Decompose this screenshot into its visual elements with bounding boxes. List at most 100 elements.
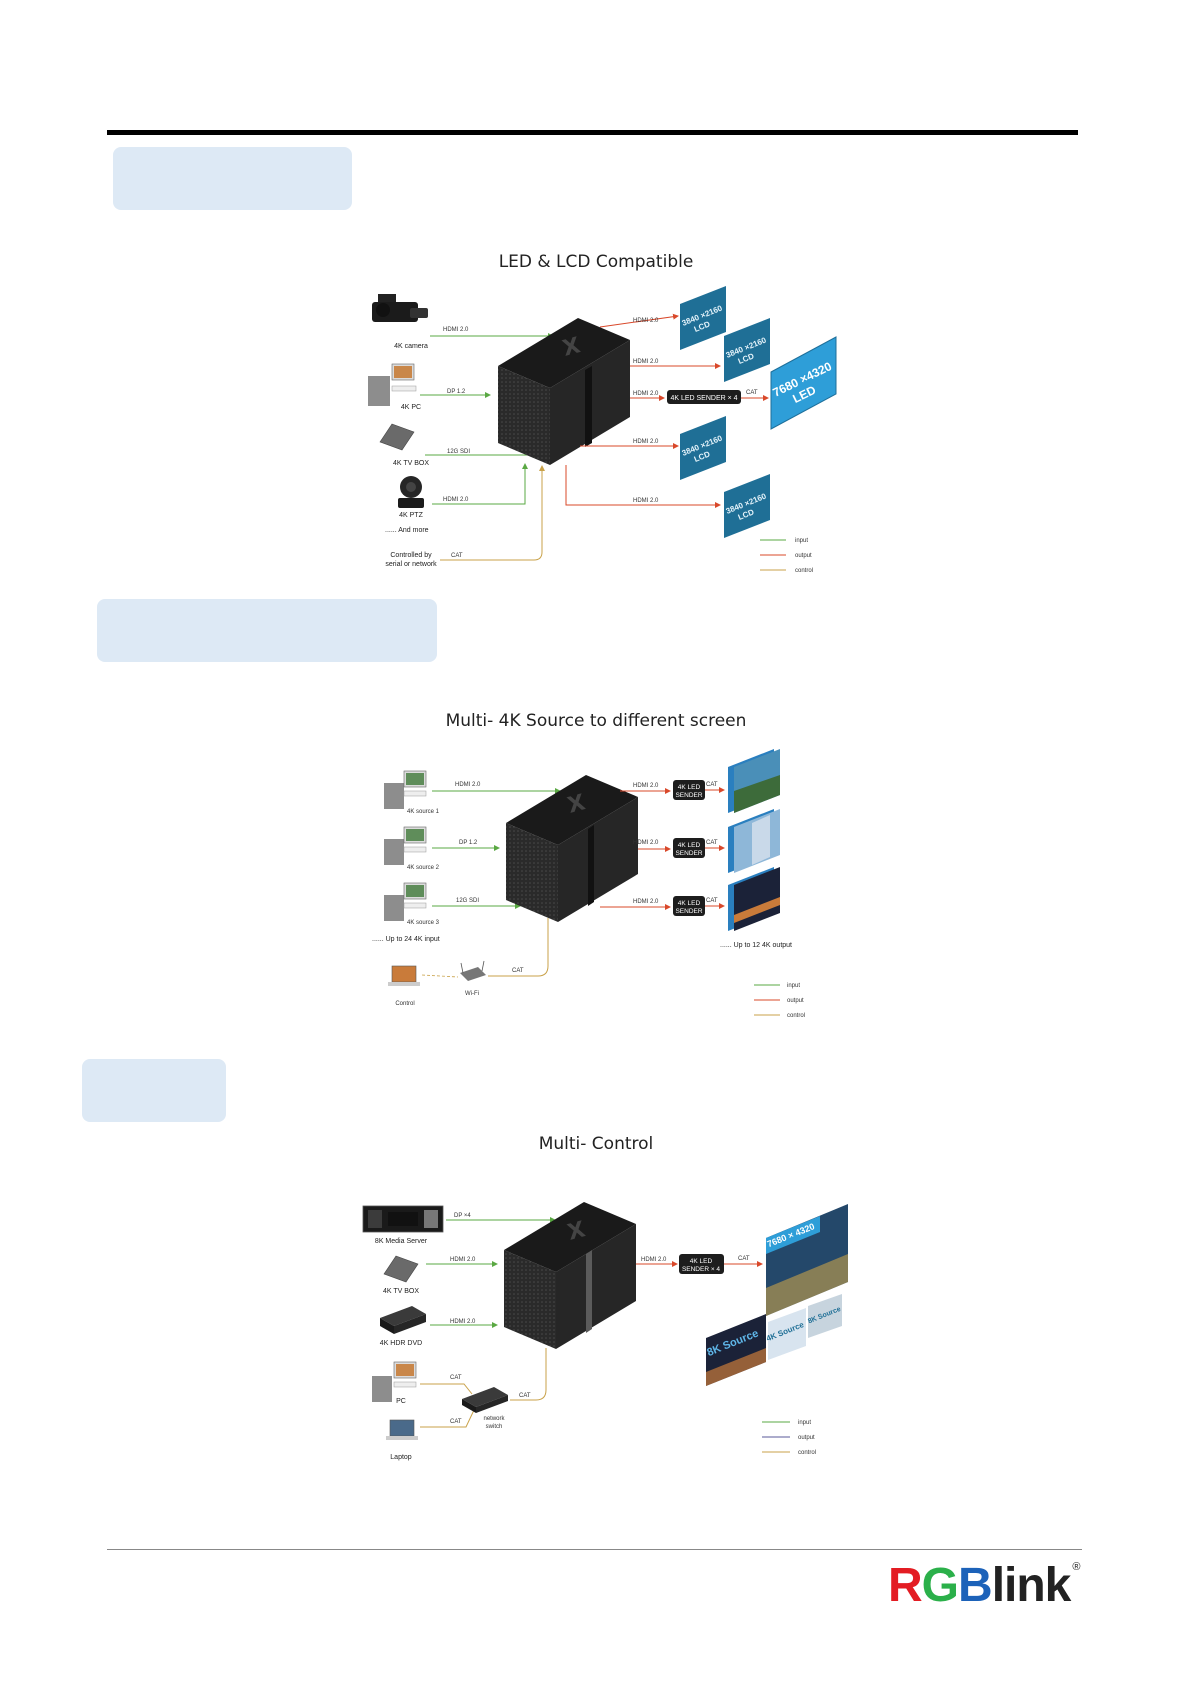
d1-control-link: CAT <box>451 553 463 559</box>
d1-control-label: Controlled by <box>390 552 432 559</box>
d3-control-pc: PC <box>396 1398 406 1405</box>
d1-input-line <box>432 463 528 505</box>
diagram2-title: Multi- 4K Source to different screen <box>445 711 747 731</box>
svg-text:SENDER: SENDER <box>675 908 702 915</box>
diagram3-title: Multi- Control <box>538 1134 654 1154</box>
x-logo-icon: X <box>560 333 583 362</box>
footer-rule <box>107 1549 1082 1550</box>
diagram1: 4K camera HDMI 2.0 4K PC DP 1.2 4K TV BO… <box>368 286 837 574</box>
svg-text:4K LED: 4K LED <box>678 784 701 791</box>
d3-led-sender: 4K LED SENDER × 4 <box>679 1254 724 1274</box>
camera-icon <box>372 294 428 322</box>
processor-device: X <box>504 1202 636 1349</box>
svg-text:output: output <box>798 1435 815 1441</box>
pc-icon <box>372 1361 417 1402</box>
d2-link-label: DP 1.2 <box>459 840 478 846</box>
d1-output-link: HDMI 2.0 <box>633 439 659 445</box>
d1-control-label: serial or network <box>385 561 437 568</box>
laptop-icon <box>388 965 420 986</box>
d2-sender-link: CAT <box>706 782 718 788</box>
d2-legend: input output control <box>754 983 805 1019</box>
svg-text:SENDER: SENDER <box>675 850 702 857</box>
svg-text:input: input <box>798 1420 811 1426</box>
tvbox-icon <box>379 423 415 451</box>
d2-source-label: 4K source 3 <box>407 920 440 926</box>
pc-icon <box>384 770 427 809</box>
d1-source-label: 4K PTZ <box>399 512 423 519</box>
d2-control-laptop: Control <box>395 1001 414 1007</box>
svg-text:4K LED: 4K LED <box>678 842 701 849</box>
d2-output-link: HDMI 2.0 <box>633 899 659 905</box>
d3-source-label: 4K TV BOX <box>383 1288 419 1295</box>
d1-link-label: HDMI 2.0 <box>443 327 469 333</box>
d1-link-label: 12G SDI <box>447 449 470 455</box>
d1-led-sender-label: 4K LED SENDER × 4 <box>670 395 737 402</box>
svg-text:SENDER: SENDER <box>675 792 702 799</box>
x-logo-icon: X <box>565 790 588 819</box>
d1-link-label: HDMI 2.0 <box>443 497 469 503</box>
x-logo-icon: X <box>565 1217 588 1246</box>
d3-control-line <box>420 1383 473 1395</box>
svg-text:control: control <box>798 1450 816 1456</box>
d3-link-label: DP ×4 <box>454 1213 471 1219</box>
diagram2: 4K source 1 HDMI 2.0 4K source 2 DP 1.2 … <box>372 749 805 1019</box>
night-city-screen <box>728 867 780 931</box>
d3-switch-link: CAT <box>519 1393 531 1399</box>
pc-icon <box>384 882 427 921</box>
d3-laptop-link: CAT <box>450 1419 462 1425</box>
d2-led-sender: 4K LED SENDER <box>673 780 705 800</box>
d1-output-link: HDMI 2.0 <box>633 359 659 365</box>
d2-source-label: 4K source 1 <box>407 809 440 815</box>
section-tab-2 <box>97 599 437 662</box>
led-screen: 7680 ×4320 LED <box>770 336 837 430</box>
d2-led-sender: 4K LED SENDER <box>673 838 705 858</box>
d2-output-link: HDMI 2.0 <box>633 840 659 846</box>
diagram1-title: LED & LCD Compatible <box>498 252 694 272</box>
d1-output-link: HDMI 2.0 <box>633 391 659 397</box>
svg-text:4K LED: 4K LED <box>690 1258 713 1265</box>
d2-link-label: HDMI 2.0 <box>455 782 481 788</box>
d1-output-link: HDMI 2.0 <box>633 498 659 504</box>
svg-text:output: output <box>787 998 804 1004</box>
svg-text:input: input <box>787 983 800 989</box>
d3-source-label: 8K Media Server <box>375 1238 428 1245</box>
svg-text:output: output <box>795 553 812 559</box>
pc-icon <box>384 826 427 865</box>
d3-link-label: HDMI 2.0 <box>450 1257 476 1263</box>
d3-pc-link: CAT <box>450 1375 462 1381</box>
d2-output-link: HDMI 2.0 <box>633 783 659 789</box>
d3-control-line <box>510 1348 547 1401</box>
d1-link-label: DP 1.2 <box>447 389 466 395</box>
d2-control-wifi: Wi-Fi <box>465 991 479 997</box>
d1-more-label: ...... And more <box>385 527 429 534</box>
svg-text:SENDER × 4: SENDER × 4 <box>682 1266 720 1273</box>
d2-led-sender: 4K LED SENDER <box>673 896 705 916</box>
svg-text:4K LED: 4K LED <box>678 900 701 907</box>
d1-led-sender <box>667 390 741 404</box>
d1-legend: input output control <box>760 538 813 574</box>
d1-source-label: 4K PC <box>401 404 421 411</box>
d2-more-out: ...... Up to 12 4K output <box>720 942 792 949</box>
d3-control-laptop: Laptop <box>390 1454 412 1461</box>
d2-sender-link: CAT <box>706 840 718 846</box>
d2-control-line <box>488 918 549 977</box>
d2-control-link: CAT <box>512 968 524 974</box>
d1-control-line <box>440 465 545 561</box>
d2-source-label: 4K source 2 <box>407 865 440 871</box>
d1-output-line <box>599 313 679 328</box>
pc-icon <box>368 363 417 406</box>
header-rule <box>107 130 1078 135</box>
d1-output-link: HDMI 2.0 <box>633 318 659 324</box>
lcd-screen: 3840 ×2160 LCD <box>680 286 726 350</box>
svg-text:control: control <box>795 568 813 574</box>
small-screen: 4K Source <box>765 1308 806 1360</box>
d2-sender-link: CAT <box>706 898 718 904</box>
d3-control-line <box>420 1409 475 1428</box>
d1-source-label: 4K camera <box>394 343 428 350</box>
d3-link-label: HDMI 2.0 <box>450 1319 476 1325</box>
lcd-screen: 3840 ×2160 LCD <box>680 416 726 480</box>
d3-source-label: 4K HDR DVD <box>380 1340 422 1347</box>
section-tab-1 <box>113 147 352 210</box>
d2-link-label: 12G SDI <box>456 898 479 904</box>
